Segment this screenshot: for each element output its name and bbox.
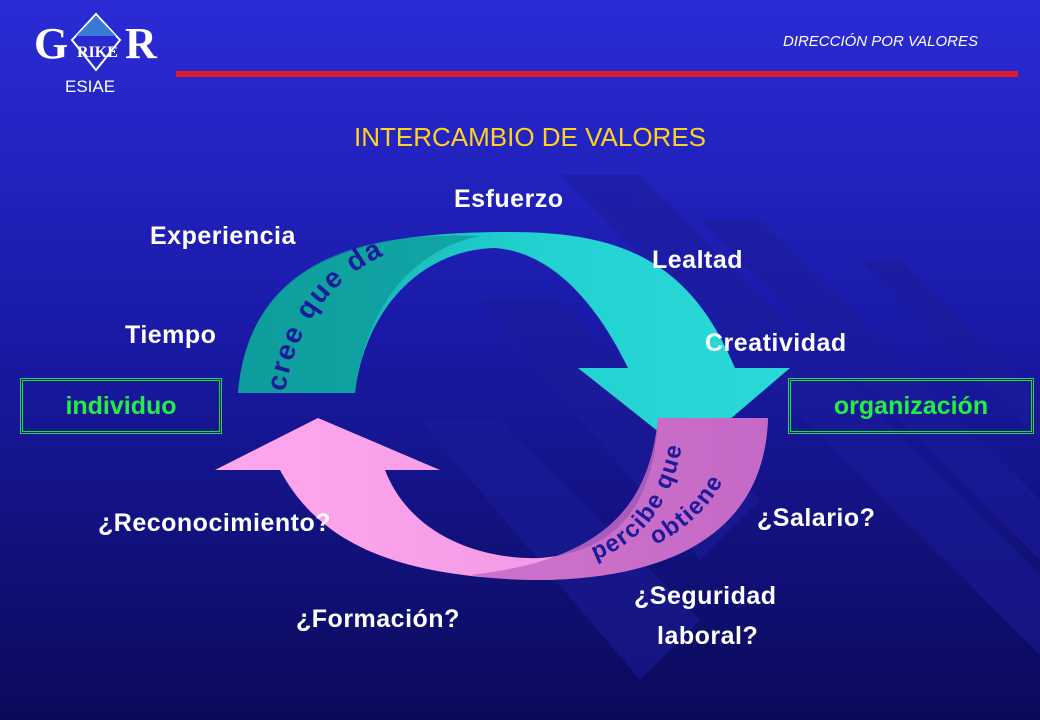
label-laboral: laboral? xyxy=(657,622,759,650)
page-title: INTERCAMBIO DE VALORES xyxy=(353,122,707,152)
logo-letter-g: G xyxy=(34,19,69,68)
logo-rike-text: RIKE xyxy=(77,44,118,61)
logo-diamond-icon xyxy=(70,12,122,72)
header-divider xyxy=(176,71,1018,77)
section-header: DIRECCIÓN POR VALORES xyxy=(782,33,978,50)
school-name: ESIAE xyxy=(65,77,116,96)
organizacion-box: organización xyxy=(788,378,1034,434)
label-experiencia: Experiencia xyxy=(150,222,296,250)
label-salario: ¿Salario? xyxy=(757,504,876,532)
logo-letter-r: R xyxy=(125,19,157,68)
label-creatividad: Creatividad xyxy=(705,329,847,357)
label-lealtad: Lealtad xyxy=(652,246,744,274)
label-seguridad: ¿Seguridad xyxy=(634,582,777,610)
top-arrow-shade xyxy=(238,235,480,393)
label-tiempo: Tiempo xyxy=(125,321,217,349)
bottom-arrow-shade xyxy=(470,418,768,580)
label-esfuerzo: Esfuerzo xyxy=(454,185,564,213)
label-formacion: ¿Formación? xyxy=(296,605,460,633)
individuo-box: individuo xyxy=(20,378,222,434)
logo xyxy=(30,10,160,80)
label-reconocimiento: ¿Reconocimiento? xyxy=(98,509,332,537)
